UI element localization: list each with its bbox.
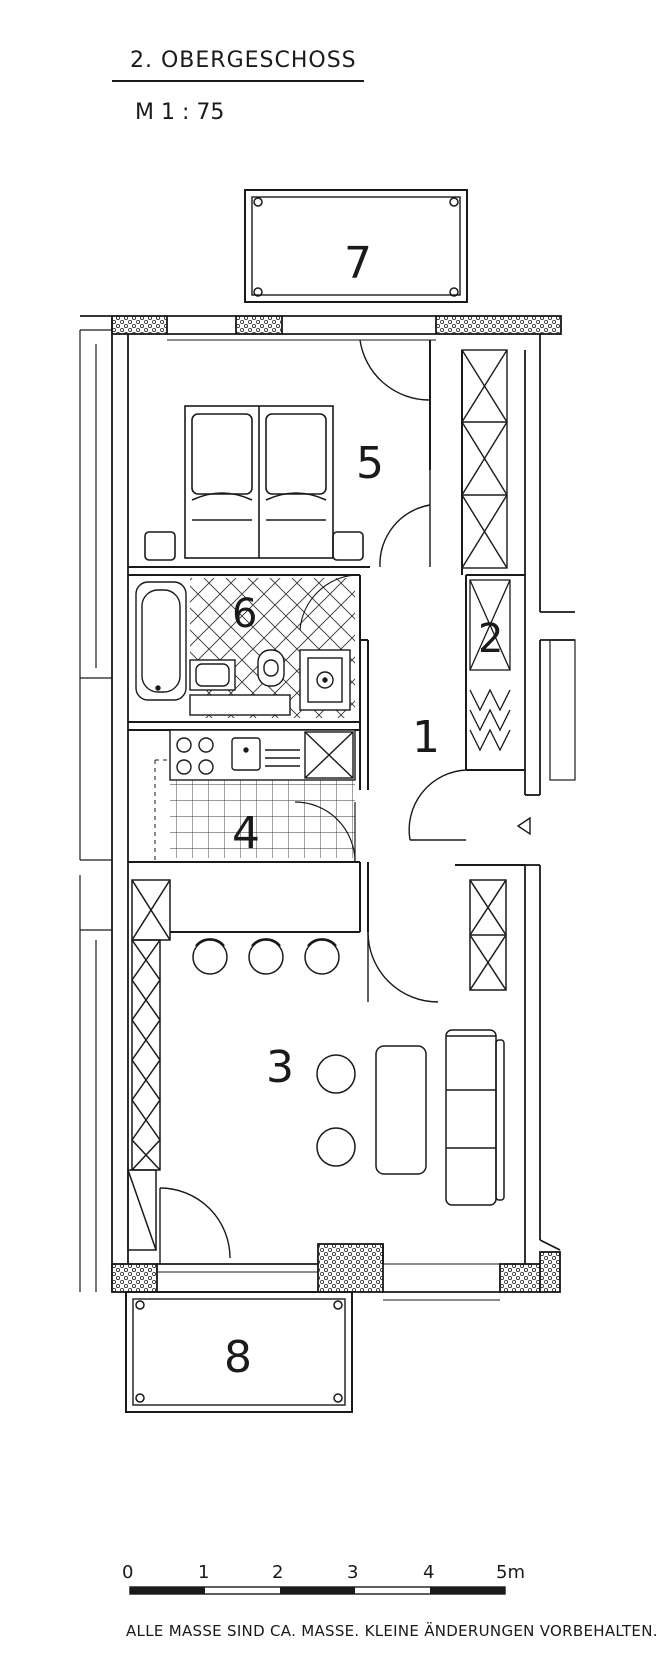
room-label-2: 2 bbox=[478, 616, 503, 662]
bathroom bbox=[135, 574, 356, 718]
room-label-5: 5 bbox=[356, 438, 384, 489]
living-room bbox=[127, 879, 507, 1251]
room-label-6: 6 bbox=[232, 591, 257, 637]
room-label-8: 8 bbox=[224, 1332, 252, 1383]
wardrobe-bedroom bbox=[461, 349, 508, 569]
scale-tick-2: 2 bbox=[272, 1562, 283, 1583]
scale-tick-3: 3 bbox=[347, 1562, 358, 1583]
scale-tick-1: 1 bbox=[198, 1562, 209, 1583]
scale-bar-segment-3 bbox=[280, 1587, 355, 1594]
scale-tick-5: 5m bbox=[496, 1562, 525, 1583]
balcony-7 bbox=[244, 189, 468, 303]
scale-label: M 1 : 75 bbox=[135, 100, 225, 125]
scale-bar bbox=[129, 1586, 506, 1595]
room-label-7: 7 bbox=[344, 238, 372, 289]
kitchen bbox=[154, 729, 356, 863]
balcony-8 bbox=[125, 1291, 353, 1413]
room-label-1: 1 bbox=[412, 712, 440, 763]
outer-walls bbox=[79, 315, 576, 1301]
scale-tick-0: 0 bbox=[122, 1562, 133, 1583]
title-underline bbox=[112, 80, 364, 82]
double-bed bbox=[144, 405, 364, 561]
footer-note: ALLE MASSE SIND CA. MASSE. KLEINE ÄNDERU… bbox=[126, 1622, 658, 1640]
room-label-3: 3 bbox=[266, 1042, 294, 1093]
room-label-4: 4 bbox=[232, 808, 260, 859]
scale-bar-segment-1 bbox=[130, 1587, 205, 1594]
scale-tick-4: 4 bbox=[423, 1562, 434, 1583]
wardrobe-corridor bbox=[469, 579, 511, 752]
scale-bar-segment-5 bbox=[430, 1587, 505, 1594]
floor-title: 2. OBERGESCHOSS bbox=[130, 48, 357, 73]
doors bbox=[159, 339, 531, 1264]
